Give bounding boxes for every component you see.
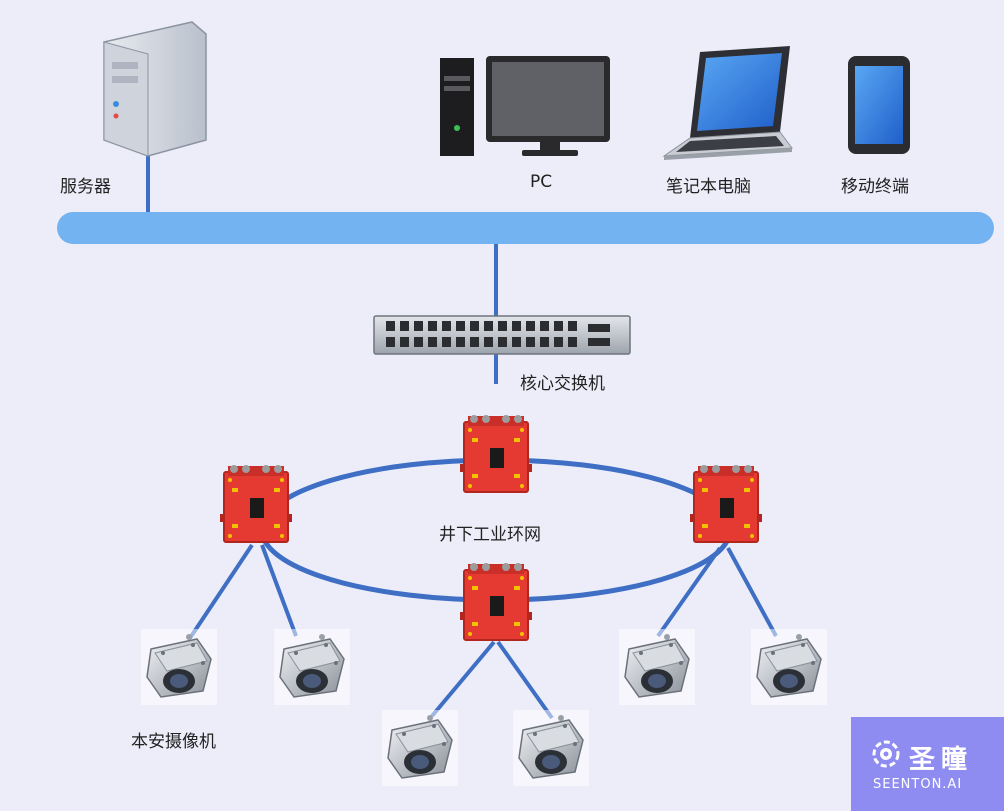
brand-name-en: SEENTON.AI (873, 777, 963, 792)
ring-node-bottom (459, 562, 533, 641)
server-icon (103, 21, 207, 157)
camera-links (188, 543, 778, 720)
mobile-icon (848, 56, 910, 154)
camera-icon (140, 628, 218, 706)
pc-icon (440, 56, 610, 156)
camera-icon (618, 628, 696, 706)
core-switch-icon (373, 315, 631, 355)
camera-icon (512, 709, 590, 787)
ring-node-left (219, 464, 293, 543)
server-label: 服务器 (60, 177, 111, 197)
camera-icon (750, 628, 828, 706)
eye-logo-icon (872, 740, 900, 768)
brand-name-cn: 圣瞳 (909, 745, 974, 775)
camera-label: 本安摄像机 (131, 732, 216, 752)
camera-icon (273, 628, 351, 706)
laptop-icon (662, 46, 793, 160)
ring-label: 井下工业环网 (439, 525, 541, 545)
mobile-label: 移动终端 (841, 177, 909, 197)
pc-label: PC (530, 172, 553, 192)
core-switch-label: 核心交换机 (520, 374, 605, 394)
network-bus (57, 212, 994, 244)
laptop-label: 笔记本电脑 (666, 177, 751, 197)
camera-icon (381, 709, 459, 787)
ring-node-right (689, 464, 763, 543)
ring-node-top (459, 414, 533, 493)
brand-logo: 圣瞳 SEENTON.AI (851, 717, 1004, 811)
